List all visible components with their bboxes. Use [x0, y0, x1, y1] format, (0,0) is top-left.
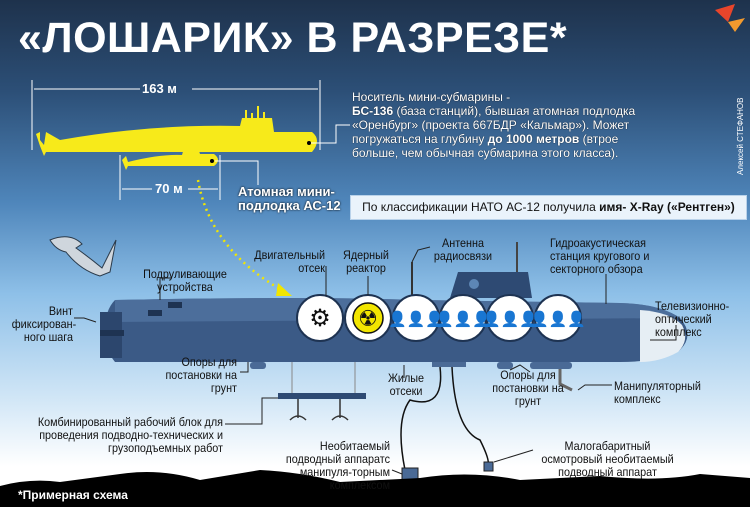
- carrier-line1: Носитель мини-субмарины -: [352, 90, 511, 104]
- footnote: *Примерная схема: [18, 488, 128, 502]
- sensor-nose: [640, 310, 686, 362]
- mini-sub-length: 70 м: [155, 181, 183, 196]
- carrier-depth: до 1000 метров: [487, 132, 580, 146]
- mini-sub-silhouette: [122, 148, 218, 170]
- rov-small-icon: [483, 461, 494, 472]
- label-manipulator: Манипуляторный комплекс: [614, 379, 701, 406]
- nato-info-box: По классификации НАТО АС-12 получила имя…: [350, 195, 747, 220]
- label-living: Жилые отсеки: [387, 371, 425, 398]
- sail: [450, 272, 532, 298]
- dotted-arrow: [196, 179, 286, 294]
- author-credit: Алексей СТЕФАНОВ: [736, 97, 745, 176]
- radiation-icon: ☢: [358, 306, 378, 331]
- crew-icon: 👤👤👤: [388, 310, 444, 328]
- carrier-line3: (втрое больше, чем обычная субмарина это…: [352, 132, 619, 160]
- carrier-description: Носитель мини-субмарины - БС-136 (база с…: [352, 90, 652, 160]
- label-rov-manipulator: Необитаемый подводный аппаратс манипуля-…: [285, 439, 390, 492]
- label-reactor: Ядерный реактор: [343, 248, 389, 275]
- leader-lines: [74, 246, 677, 475]
- work-block: [278, 393, 366, 399]
- label-work-block: Комбинированный рабочий блок для проведе…: [37, 415, 224, 455]
- carrier-line2: (база станций), бывшая атомная подлодка …: [352, 104, 636, 146]
- seabed: [0, 470, 750, 507]
- label-propeller: Винт фиксирован-ного шага: [11, 304, 77, 344]
- shark-icon: [49, 236, 117, 277]
- logo-icon: [715, 4, 745, 32]
- label-supports-left: Опоры для постановки на грунт: [165, 355, 237, 395]
- label-supports-right: Опоры для постановки на грунт: [492, 368, 564, 408]
- nato-name: имя- X-Ray («Рентген»): [599, 200, 735, 214]
- crew-icon: 👤👤👤: [435, 310, 491, 328]
- compartments: ⚙ ☢ 👤👤👤 👤👤👤 👤👤👤 👤👤👤: [296, 294, 586, 342]
- carrier-sub-silhouette: [36, 118, 317, 156]
- carrier-dimension-line: [31, 80, 321, 150]
- living-compartment-4: [534, 294, 582, 342]
- page-title: «ЛОШАРИК» В РАЗРЕЗЕ*: [18, 14, 568, 62]
- label-sonar: Гидроакустическая станция кругового и се…: [550, 236, 650, 276]
- label-engine: Двигательный отсек: [254, 248, 325, 275]
- label-thrusters: Подруливающие устройства: [143, 267, 227, 294]
- living-compartment-3: [486, 294, 534, 342]
- gears-icon: ⚙: [309, 305, 331, 332]
- nato-text: По классификации НАТО АС-12 получила: [362, 200, 600, 214]
- label-tv-optical: Телевизионно-оптический комплекс: [655, 299, 730, 339]
- mini-sub-label: Атомная мини-подлодка АС-12: [238, 184, 341, 213]
- label-rov-small: Малогабаритный осмотровый необитаемый по…: [541, 439, 674, 479]
- crew-icon: 👤👤👤: [530, 310, 586, 328]
- crew-icon: 👤👤👤: [482, 310, 538, 328]
- engine-compartment: [296, 294, 344, 342]
- carrier-name: БС-136: [352, 104, 394, 118]
- label-antenna: Антенна радиосвязи: [433, 236, 493, 263]
- carrier-length: 163 м: [142, 81, 177, 96]
